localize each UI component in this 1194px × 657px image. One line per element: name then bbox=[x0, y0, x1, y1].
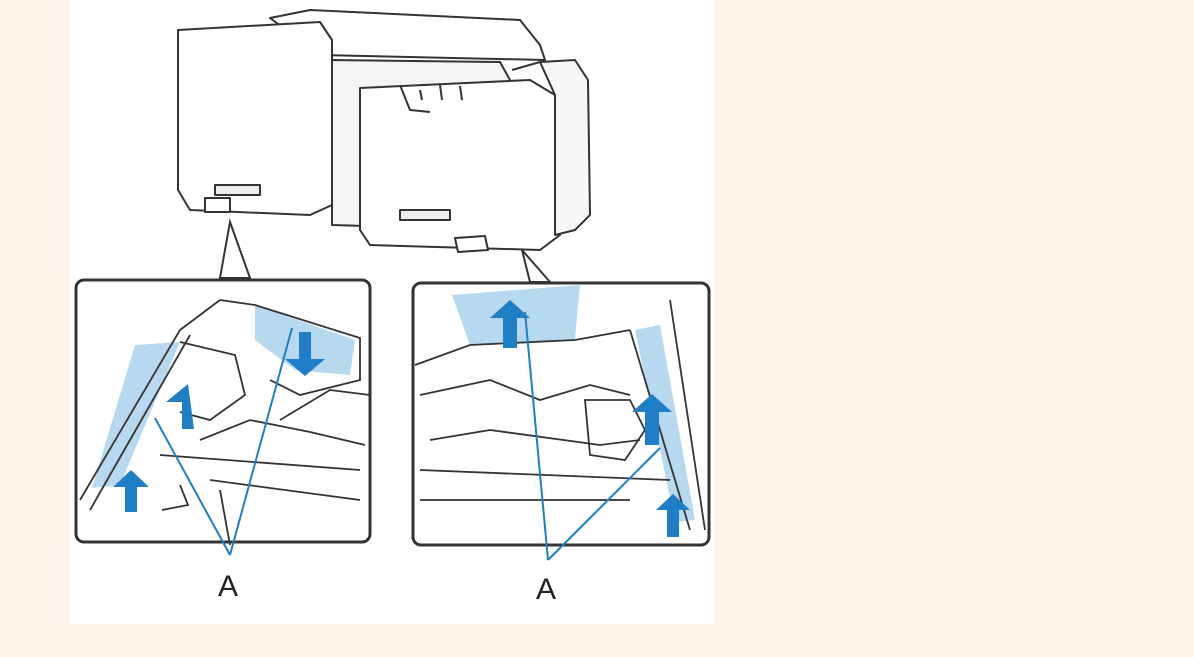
detail-panel-right bbox=[413, 283, 709, 560]
callout-label-left: A bbox=[218, 572, 238, 602]
detail-panel-left bbox=[76, 280, 370, 555]
instruction-figure: A A bbox=[70, 0, 714, 624]
printer-illustration bbox=[178, 10, 590, 252]
callout-label-right: A bbox=[536, 575, 556, 605]
printer-diagram bbox=[70, 0, 714, 624]
